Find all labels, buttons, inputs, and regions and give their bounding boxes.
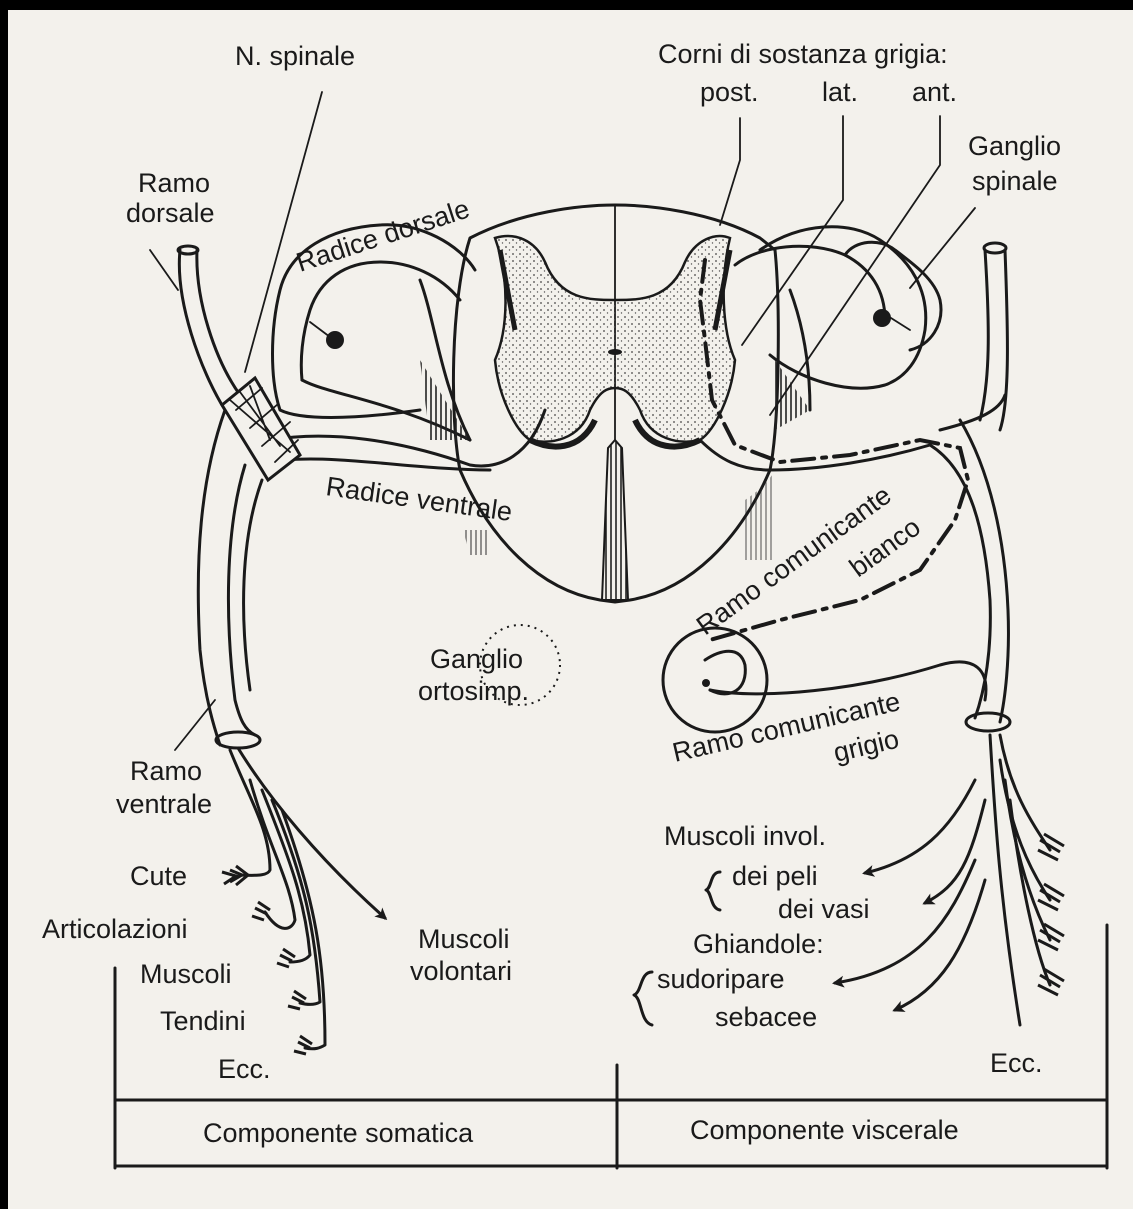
label-radice-dorsale: Radice dorsale <box>293 194 474 278</box>
label-n-spinale: N. spinale <box>235 41 355 71</box>
footer-viscerale: Componente viscerale <box>690 1115 959 1145</box>
label-cute: Cute <box>130 861 187 891</box>
label-ramo-dorsale-1: Ramo <box>138 168 210 198</box>
label-dei-vasi: dei vasi <box>778 894 870 924</box>
anterior-fissure <box>602 440 628 600</box>
label-ganglio-ortosimp-2: ortosimp. <box>418 676 529 706</box>
label-ecc-left: Ecc. <box>218 1054 271 1084</box>
label-articolazioni: Articolazioni <box>42 914 188 944</box>
label-muscoli-invol: Muscoli invol. <box>664 821 826 851</box>
label-dei-peli: dei peli <box>732 861 818 891</box>
label-tendini: Tendini <box>160 1006 246 1036</box>
label-muscoli-volontari-1: Muscoli <box>418 924 510 954</box>
label-muscoli: Muscoli <box>140 959 232 989</box>
label-ecc-right: Ecc. <box>990 1048 1043 1078</box>
brace-muscoli-invol <box>706 872 720 910</box>
label-ganglio-ortosimp-1: Ganglio <box>430 644 523 674</box>
label-ramo-ventrale-2: ventrale <box>116 789 212 819</box>
arrow-muscoli-volontari <box>238 748 385 918</box>
right-roots <box>700 227 968 640</box>
brace-ghiandole <box>634 972 652 1025</box>
label-ramo-dorsale-2: dorsale <box>126 198 215 228</box>
left-nerve-trunk <box>178 246 300 748</box>
label-muscoli-volontari-2: volontari <box>410 956 512 986</box>
label-ghiandole: Ghiandole: <box>693 929 824 959</box>
label-sudoripare: sudoripare <box>657 964 785 994</box>
footer-somatica: Componente somatica <box>203 1118 474 1148</box>
label-ganglio-spinale-1: Ganglio <box>968 131 1061 161</box>
label-corni-title: Corni di sostanza grigia: <box>658 39 948 69</box>
label-ganglio-spinale-2: spinale <box>972 166 1058 196</box>
label-ant: ant. <box>912 77 957 107</box>
label-ramo-com-grigio-2: grigio <box>831 724 902 768</box>
label-lat: lat. <box>822 77 858 107</box>
label-radice-ventrale: Radice ventrale <box>324 471 514 527</box>
spinal-cord <box>453 205 778 602</box>
label-post: post. <box>700 77 759 107</box>
labels: N. spinale Corni di sostanza grigia: pos… <box>42 39 1061 1148</box>
label-sebacee: sebacee <box>715 1002 817 1032</box>
left-ganglion-cell <box>326 331 344 349</box>
label-ramo-ventrale-1: Ramo <box>130 756 202 786</box>
right-ganglion-cell <box>873 309 891 327</box>
visceral-branches <box>835 735 1064 1025</box>
somatic-branches <box>222 748 385 1054</box>
